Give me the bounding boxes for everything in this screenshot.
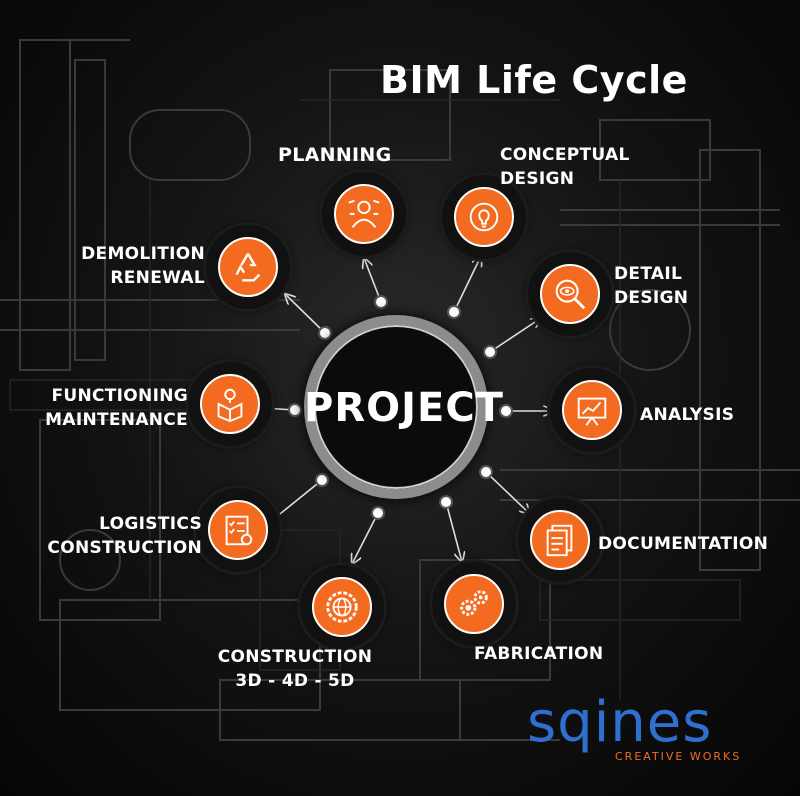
construction-badge: [312, 577, 372, 637]
construction-label: CONSTRUCTION 3D - 4D - 5D: [217, 647, 373, 691]
detail-design-badge: [540, 264, 600, 324]
analysis-label: ANALYSIS: [640, 405, 735, 425]
magnifier-eye-icon: [555, 279, 586, 310]
globe-gear-icon: [326, 591, 358, 623]
demolition-renewal-node: [206, 225, 290, 309]
construction-node: [300, 565, 384, 649]
fabrication-label: FABRICATION: [474, 644, 604, 664]
checklist-icon: [225, 515, 253, 546]
fabrication-connector-dot: [439, 495, 453, 509]
demolition-renewal-connector-dot: [318, 326, 332, 340]
conceptual-design-badge: [454, 187, 514, 247]
functioning-maintenance-node: [188, 362, 272, 446]
gears-icon: [460, 590, 488, 616]
logistics-construction-badge: [208, 500, 268, 560]
sqines-logo: sqines CREATIVE WORKS: [527, 690, 787, 780]
construction-connector-dot: [371, 506, 385, 520]
conceptual-design-connector-dot: [447, 305, 461, 319]
logistics-construction-label: LOGISTICS CONSTRUCTION: [47, 514, 202, 558]
planning-label: PLANNING: [278, 144, 392, 166]
functioning-maintenance-badge: [200, 374, 260, 434]
logistics-construction-connector: [270, 479, 323, 522]
detail-design-connector: [489, 318, 541, 353]
planning-connector: [364, 258, 382, 303]
diagram-title: BIM Life Cycle: [380, 58, 688, 102]
documentation-label: DOCUMENTATION: [598, 534, 769, 554]
logo-wordmark: sqines: [527, 690, 713, 755]
lightbulb-icon: [469, 202, 499, 232]
documentation-node: [518, 498, 602, 582]
logistics-construction-connector-dot: [315, 473, 329, 487]
functioning-maintenance-label: FUNCTIONING MAINTENANCE: [45, 386, 188, 430]
documents-icon: [546, 524, 573, 557]
fabrication-node: [432, 562, 516, 646]
open-box-idea-icon: [217, 388, 243, 423]
analysis-connector-dot: [499, 404, 513, 418]
planning-badge: [334, 184, 394, 244]
detail-design-node: [528, 252, 612, 336]
project-hub-label: PROJECT: [304, 385, 504, 431]
logistics-construction-node: [196, 488, 280, 572]
documentation-connector: [485, 471, 530, 514]
fabrication-connector: [445, 501, 462, 562]
demolition-renewal-connector: [285, 294, 326, 334]
presentation-chart-icon: [577, 397, 607, 426]
planning-node: [322, 172, 406, 256]
functioning-maintenance-connector-dot: [288, 403, 302, 417]
documentation-connector-dot: [479, 465, 493, 479]
planning-connector-dot: [374, 295, 388, 309]
demolition-renewal-label: DEMOLITION RENEWAL: [81, 244, 205, 288]
planner-person-icon: [348, 199, 380, 228]
conceptual-design-label: CONCEPTUAL DESIGN: [500, 145, 630, 189]
analysis-node: [550, 368, 634, 452]
conceptual-design-node: [442, 175, 526, 259]
recycle-icon: [235, 253, 261, 282]
conceptual-design-connector: [453, 256, 481, 313]
demolition-renewal-badge: [218, 237, 278, 297]
detail-design-label: DETAIL DESIGN: [614, 264, 689, 308]
construction-connector: [352, 512, 379, 564]
analysis-badge: [562, 380, 622, 440]
logo-tagline: CREATIVE WORKS: [615, 750, 742, 763]
documentation-badge: [530, 510, 590, 570]
detail-design-connector-dot: [483, 345, 497, 359]
fabrication-badge: [444, 574, 504, 634]
project-hub-ring: [304, 315, 488, 499]
